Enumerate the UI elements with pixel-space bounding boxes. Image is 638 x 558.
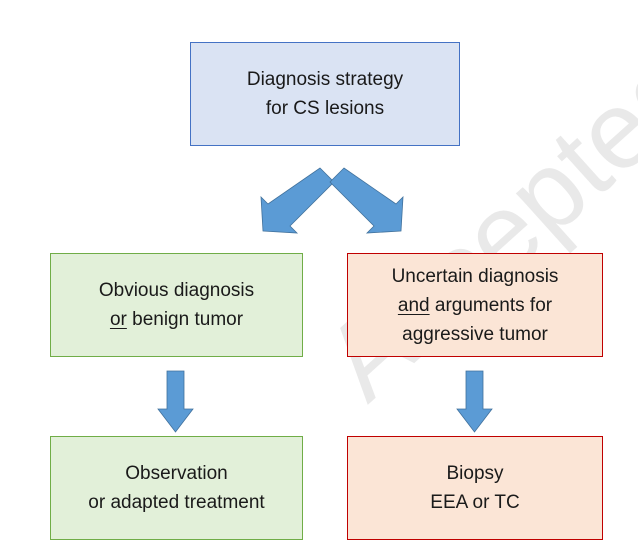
- biopsy-box: Biopsy EEA or TC: [347, 436, 603, 540]
- right-box-2-line-1: Biopsy: [446, 463, 504, 484]
- arrow-down-left-icon: [260, 167, 335, 234]
- arrow-down-right-column-icon: [456, 370, 493, 433]
- observation-box: Observation or adapted treatment: [50, 436, 303, 540]
- left-box-2-line-1: Observation: [125, 463, 228, 484]
- left-box-1-line-2: or benign tumor: [110, 305, 243, 334]
- left-box-1-underlined-word: or: [109, 309, 127, 330]
- obvious-diagnosis-box: Obvious diagnosis or benign tumor: [50, 253, 303, 357]
- uncertain-diagnosis-box: Uncertain diagnosis and arguments for ag…: [347, 253, 603, 357]
- left-box-1-line-2-rest: benign tumor: [126, 309, 244, 330]
- arrow-down-left-column-icon: [157, 370, 194, 433]
- right-box-1-line-2-rest: arguments for: [429, 294, 553, 316]
- right-box-1-underlined-word: and: [397, 294, 430, 316]
- diagnosis-strategy-box: Diagnosis strategy for CS lesions: [190, 42, 460, 146]
- right-box-1-line-1: Uncertain diagnosis: [391, 265, 559, 287]
- right-box-2-line-2: EEA or TC: [430, 492, 520, 513]
- top-box-line-2: for CS lesions: [265, 98, 385, 119]
- right-box-1-line-2: and arguments for: [398, 291, 552, 320]
- left-box-1-line-1: Obvious diagnosis: [98, 280, 255, 301]
- arrow-down-right-icon: [329, 167, 404, 234]
- left-box-2-line-2: or adapted treatment: [88, 492, 265, 513]
- right-box-1-line-3: aggressive tumor: [402, 323, 548, 345]
- top-box-line-1: Diagnosis strategy: [246, 69, 404, 90]
